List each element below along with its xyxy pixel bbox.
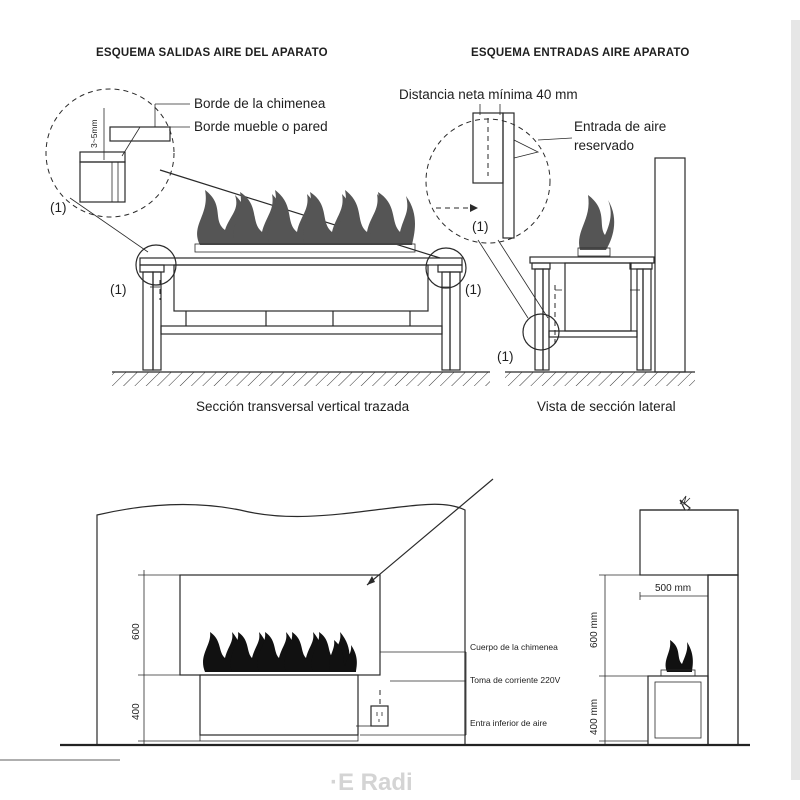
flames-top-left: [197, 190, 415, 245]
marker-left: (1): [110, 282, 127, 297]
bottom-panel: 600 400 Cuerpo de la chimenea Toma de co…: [60, 478, 750, 747]
label-entra: Entra inferior de aire: [470, 718, 547, 728]
marker-right: (1): [465, 282, 482, 297]
label-distancia: Distancia neta mínima 40 mm: [399, 87, 578, 102]
label-borde-chimenea: Borde de la chimenea: [194, 96, 326, 111]
scrollbar-track[interactable]: [791, 20, 800, 780]
top-left-title: ESQUEMA SALIDAS AIRE DEL APARATO: [96, 47, 328, 59]
chimney-edge-detail: [109, 126, 171, 142]
side-box: [647, 675, 709, 746]
dim-400mm: 400 mm: [589, 699, 600, 735]
top-right-panel: ESQUEMA ENTRADAS AIRE APARATO Distancia …: [399, 47, 695, 414]
lower-opening: [199, 674, 359, 736]
footer-watermark: ·E Radi: [330, 769, 413, 796]
power-outlet: [370, 705, 389, 727]
caption-left: Sección transversal vertical trazada: [196, 399, 410, 414]
dim-600mm: 600 mm: [589, 612, 600, 648]
caption-right: Vista de sección lateral: [537, 399, 676, 414]
dim-600-left: 600: [131, 623, 142, 640]
textured-wall: [96, 503, 466, 746]
top-right-title: ESQUEMA ENTRADAS AIRE APARATO: [471, 47, 690, 59]
label-toma: Toma de corriente 220V: [470, 675, 561, 685]
wall-side: [654, 157, 686, 373]
small-circle-side: [522, 313, 560, 351]
label-borde-mueble: Borde mueble o pared: [194, 119, 328, 134]
marker-zoom-left: (1): [50, 200, 67, 215]
label-entrada-1: Entrada de aire: [574, 119, 666, 134]
top-left-panel: ESQUEMA SALIDAS AIRE DEL APARATO 3~5mm B…: [45, 47, 490, 414]
detail-circle-left: [45, 88, 175, 218]
dim-400-left: 400: [131, 703, 142, 720]
flame-side-bottom: [665, 640, 693, 672]
gap-dimension: 3~5mm: [89, 119, 99, 148]
small-circle-right: [425, 247, 467, 289]
marker-zoom-right: (1): [472, 219, 489, 234]
dim-500mm: 500 mm: [655, 583, 691, 594]
label-entrada-2: reservado: [574, 138, 634, 153]
flame-side: [579, 195, 615, 250]
flames-bottom: [203, 632, 357, 672]
marker-side: (1): [497, 349, 514, 364]
label-cuerpo: Cuerpo de la chimenea: [470, 642, 558, 652]
